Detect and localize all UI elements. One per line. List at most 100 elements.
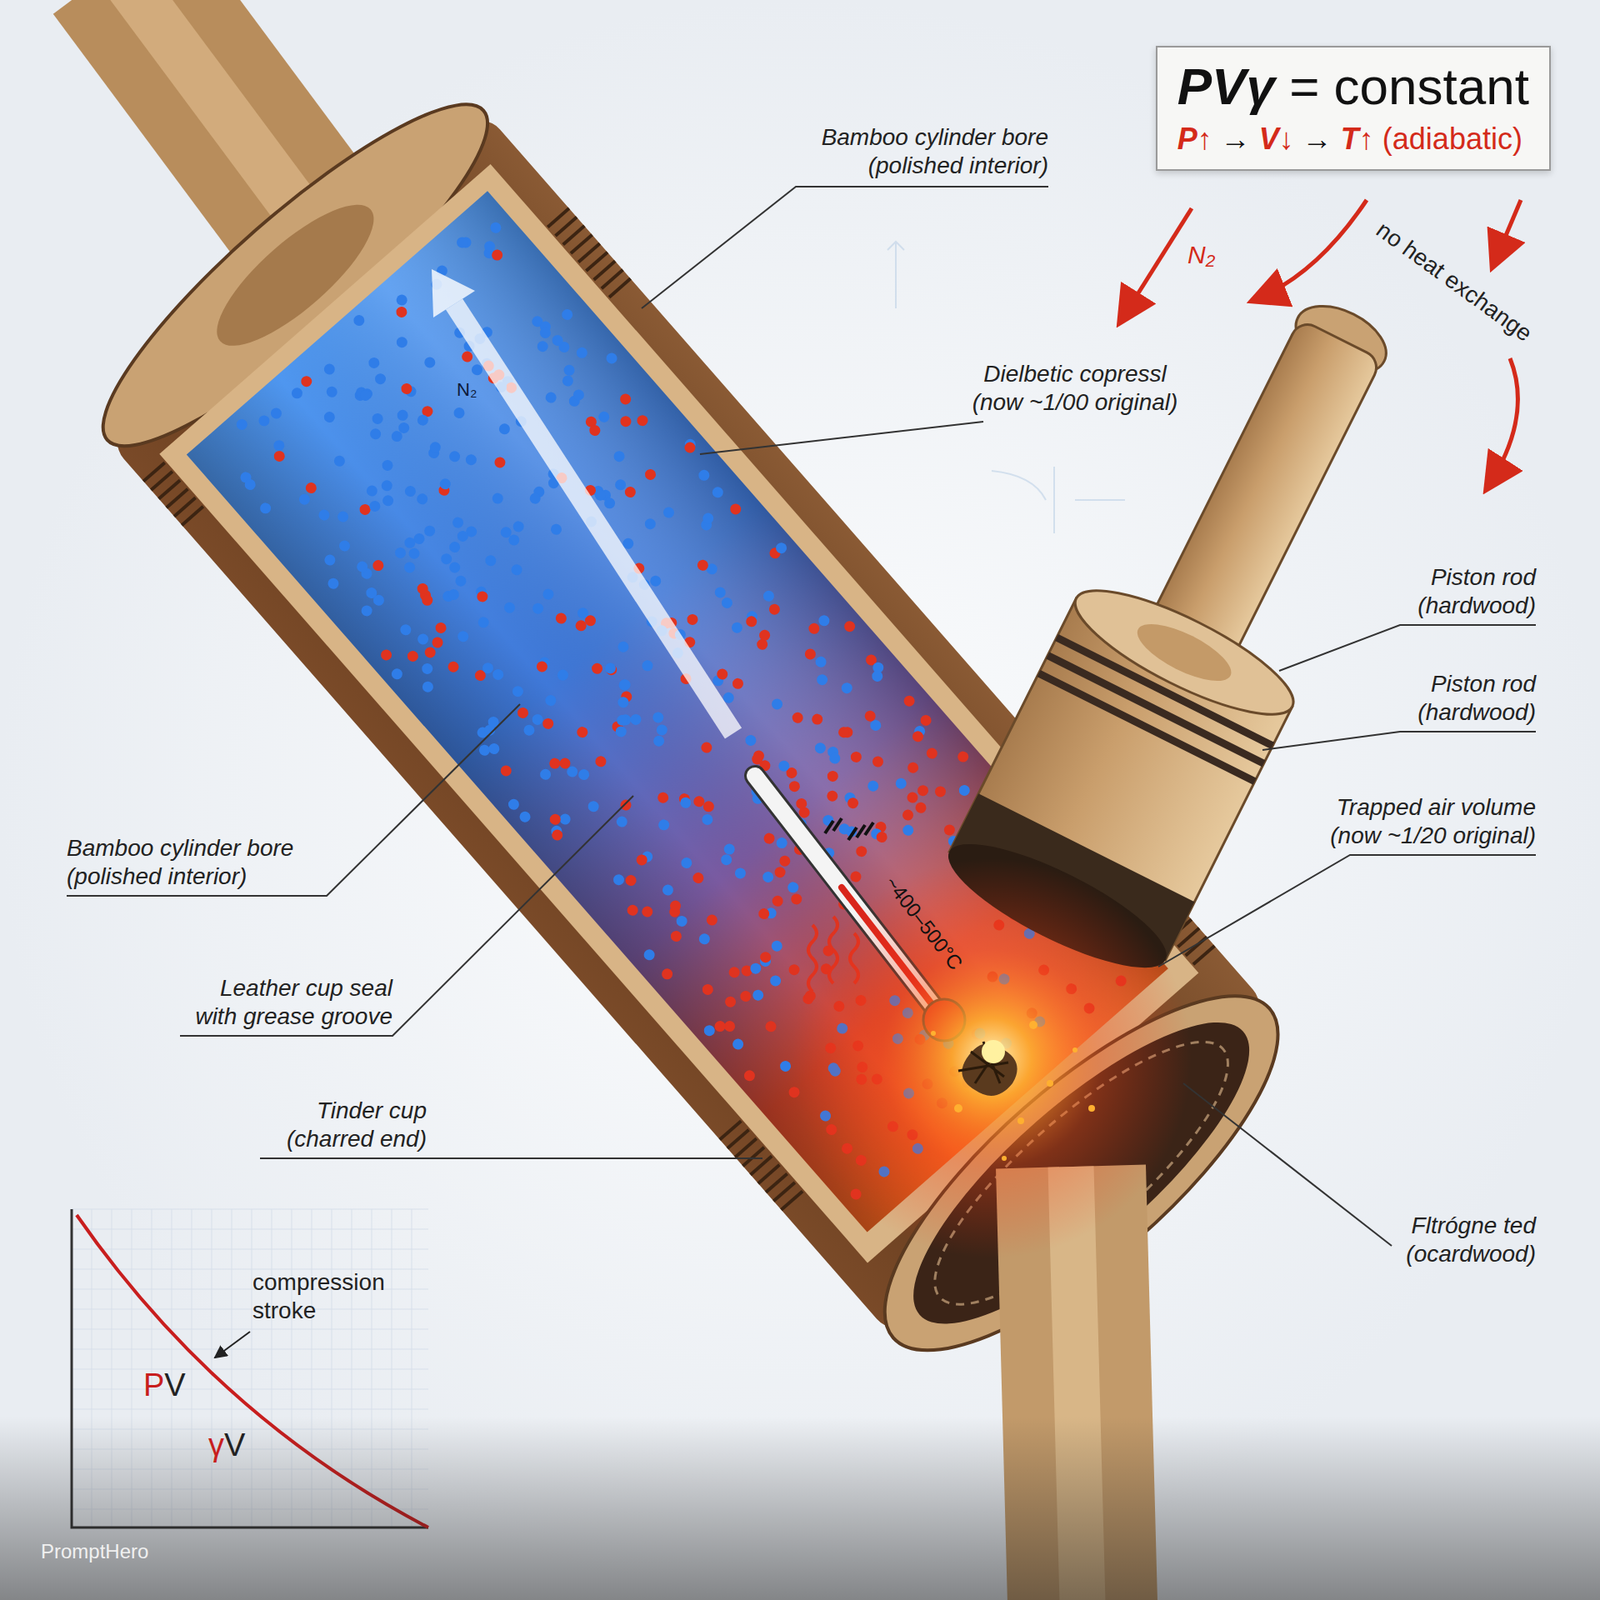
molecule-dot [587,422,603,438]
molecule-dot [913,800,929,815]
molecule-dot [561,362,577,378]
molecule-dot [475,589,490,605]
molecule-dot [256,413,272,429]
molecule-dot [537,766,553,782]
molecule-dot [874,829,890,845]
ridge-band [781,1190,804,1210]
molecule-dot [496,421,512,437]
molecule-dot [842,619,858,635]
molecule-dot [814,672,830,688]
molecule-dot [743,732,759,748]
molecule-dot [955,749,971,765]
molecule-dot [910,729,925,745]
molecule-dot [682,440,698,455]
molecule-dot [777,1058,793,1074]
molecule-dot [268,405,284,421]
molecule-dot [331,453,347,469]
spark [930,1030,936,1036]
graph-grid [71,1389,429,1390]
molecule-dot [678,795,694,810]
molecule-dot [242,476,258,492]
molecule-dot [905,790,920,805]
molecule-dot [700,811,715,827]
molecule-dot [870,668,885,684]
graph-label: PV [143,1366,186,1405]
molecule-dot [655,790,671,805]
ridge-band [765,1173,788,1192]
molecule-dot [540,586,556,602]
leader-line [260,1157,763,1160]
molecule-dot [445,659,461,675]
molecule-dot [622,484,638,500]
graph-grid [71,1229,429,1230]
molecule-dot [712,1018,728,1034]
molecule-dot [485,714,501,730]
molecule-dot [700,510,716,526]
molecule-dot [380,457,395,473]
molecule-dot [420,592,435,608]
molecule-dot [835,725,851,740]
molecule-dot [296,491,312,507]
molecule-dot [660,505,676,520]
part-label: Fltrógne ted (ocardwood) [1369,1211,1536,1268]
molecule-dot [642,516,658,532]
spark [1046,1080,1054,1087]
molecule-dot [789,891,805,907]
molecule-dot [459,349,475,365]
leader-line [180,795,634,1036]
molecule-dot [650,710,666,725]
molecule-dot [324,384,340,400]
molecule-dot [574,345,590,360]
note-text: no heat exchange [1370,215,1538,348]
leader-line [66,704,520,896]
molecule-dot [553,610,569,626]
molecule-dot [421,523,437,539]
thermometer [848,827,857,840]
temperature-reading: ~400–500°C [879,871,967,975]
ridge-band [601,270,624,289]
molecule-dot [750,751,765,767]
molecule-dot [392,545,408,560]
molecule-dot [696,931,712,947]
molecule-dot [674,913,690,929]
leader-line [1183,1083,1392,1246]
sketch-lines [887,241,1125,534]
molecule-dot [660,882,675,898]
molecule-dot [761,830,777,846]
formula-box: PVγ = constantP↑ → V↓ → T↑ (adiabatic) [1155,45,1551,171]
molecule-dot [786,961,802,977]
spark [1088,1105,1095,1112]
part-label: Dielbetic copressl (now ~1/00 original) [958,360,1192,416]
molecule-dot [550,332,565,348]
molecule-dot [635,412,650,428]
molecule-dot [355,559,370,575]
molecule-dot [738,988,754,1004]
molecule-dot [756,905,772,921]
molecule-dot [575,605,590,621]
molecule-dot [813,654,829,670]
molecule-dot [550,827,565,843]
molecule-dot [535,339,550,355]
molecule-dot [367,498,383,514]
molecule-dot [691,794,707,810]
molecule-dot [719,595,735,610]
ridge-band [720,1120,742,1140]
molecule-dot [769,696,785,712]
molecule-dot [527,490,543,506]
molecule-dot [900,822,916,838]
molecule-dot [868,717,884,733]
molecule-dot [825,768,840,784]
molecule-dot [766,601,782,617]
molecule-dot [396,420,412,435]
molecule-dot [359,603,375,619]
molecule-dot [802,646,818,662]
molecule-dot [654,722,670,738]
molecule-dot [893,775,909,791]
molecule-dot [366,355,382,370]
molecule-dot [905,760,920,775]
molecule-dot [370,557,386,573]
molecule-dot [760,869,776,885]
molecule-dot [560,306,575,322]
molecule-dot [726,965,742,980]
